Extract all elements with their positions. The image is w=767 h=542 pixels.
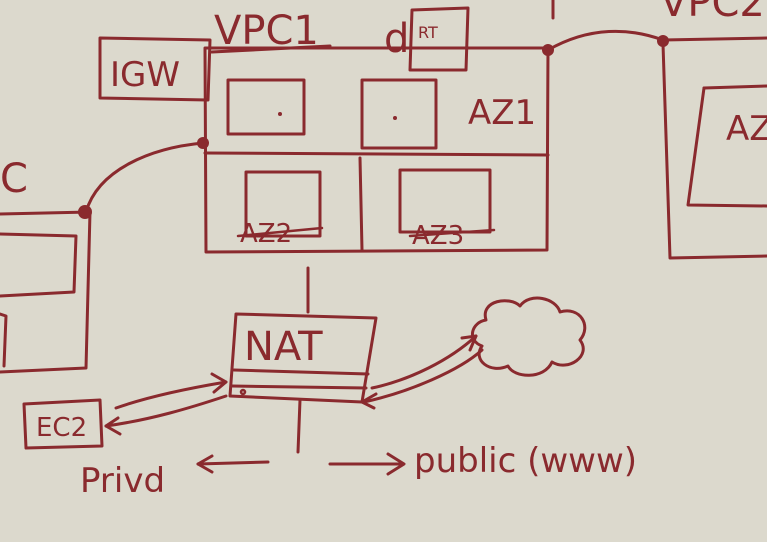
- route-table-group: d RT: [384, 6, 470, 72]
- vpc1-group: VPC1 AZ1 AZ2 AZ3: [203, 8, 550, 254]
- az3-subnet: [398, 168, 492, 234]
- ec2-to-nat-arrow: [114, 380, 228, 410]
- nat-to-internet-arrowhead: [460, 334, 478, 352]
- ec2-group: EC2: [22, 372, 228, 450]
- az3-strike: [408, 228, 496, 238]
- peering-vpc2-group: VPC2 AZ: [542, 0, 767, 260]
- nat-divider-1: [232, 368, 370, 376]
- az-right-partial-label: AZ: [726, 109, 767, 149]
- vpc2-inner-top: [702, 84, 767, 90]
- az1-subnet-a: [226, 78, 306, 136]
- vpc2-inner-box: [686, 86, 767, 208]
- private-arrowhead: [196, 454, 214, 474]
- az2-strike: [236, 226, 324, 238]
- private-public-divider: [296, 398, 302, 454]
- ec2-box: [22, 398, 104, 450]
- left-vpc-inner-box-2: [0, 312, 8, 368]
- vpc1-row-divider: [203, 151, 550, 157]
- peering-link-vpc2: [546, 29, 665, 52]
- ec2-label: EC2: [36, 413, 87, 443]
- nat-to-ec2-arrow: [104, 394, 228, 428]
- internet-to-nat-arrowhead: [360, 392, 378, 410]
- vpc2-box-edge: [661, 42, 767, 260]
- internet-to-nat-arrow: [362, 348, 484, 404]
- left-vpc-box: [0, 210, 92, 374]
- left-vpc-inner-box: [0, 232, 78, 298]
- nat-to-internet-arrow: [370, 334, 478, 390]
- rt-box: [408, 6, 470, 72]
- az2-subnet: [244, 170, 322, 238]
- private-arrow: [196, 460, 270, 466]
- nat-eni-dot: [239, 388, 247, 396]
- igw-box: [98, 36, 212, 102]
- igw-label: IGW: [110, 55, 180, 95]
- public-arrowhead: [386, 452, 406, 476]
- left-vpc-label-partial: C: [0, 156, 28, 202]
- igw-group: IGW: [98, 36, 212, 102]
- az1-subnet-b: [360, 78, 438, 150]
- internet-cloud-icon: [471, 296, 587, 377]
- private-label: Privd: [80, 461, 165, 501]
- nat-group: NAT: [228, 266, 378, 454]
- az1-subnet-a-dot: [278, 112, 282, 116]
- peering-link-left: [84, 141, 205, 214]
- vpc1-box: [203, 46, 550, 254]
- rt-label: RT: [418, 23, 438, 42]
- nat-to-ec2-arrowhead: [104, 416, 122, 436]
- ec2-to-nat-arrowhead: [210, 372, 228, 394]
- vpc1-col-divider: [358, 156, 364, 252]
- vpc2-label-partial: VPC2: [660, 0, 765, 26]
- az1-label: AZ1: [468, 93, 536, 133]
- az1-subnet-b-dot: [393, 116, 397, 120]
- nat-label: NAT: [244, 324, 323, 370]
- peering-left-vpc-group: C: [0, 137, 209, 374]
- nat-divider-2: [230, 384, 368, 390]
- vpc2-top-edge: [661, 36, 767, 42]
- rt-prefix: d: [384, 16, 409, 62]
- public-label: public (www): [414, 441, 637, 481]
